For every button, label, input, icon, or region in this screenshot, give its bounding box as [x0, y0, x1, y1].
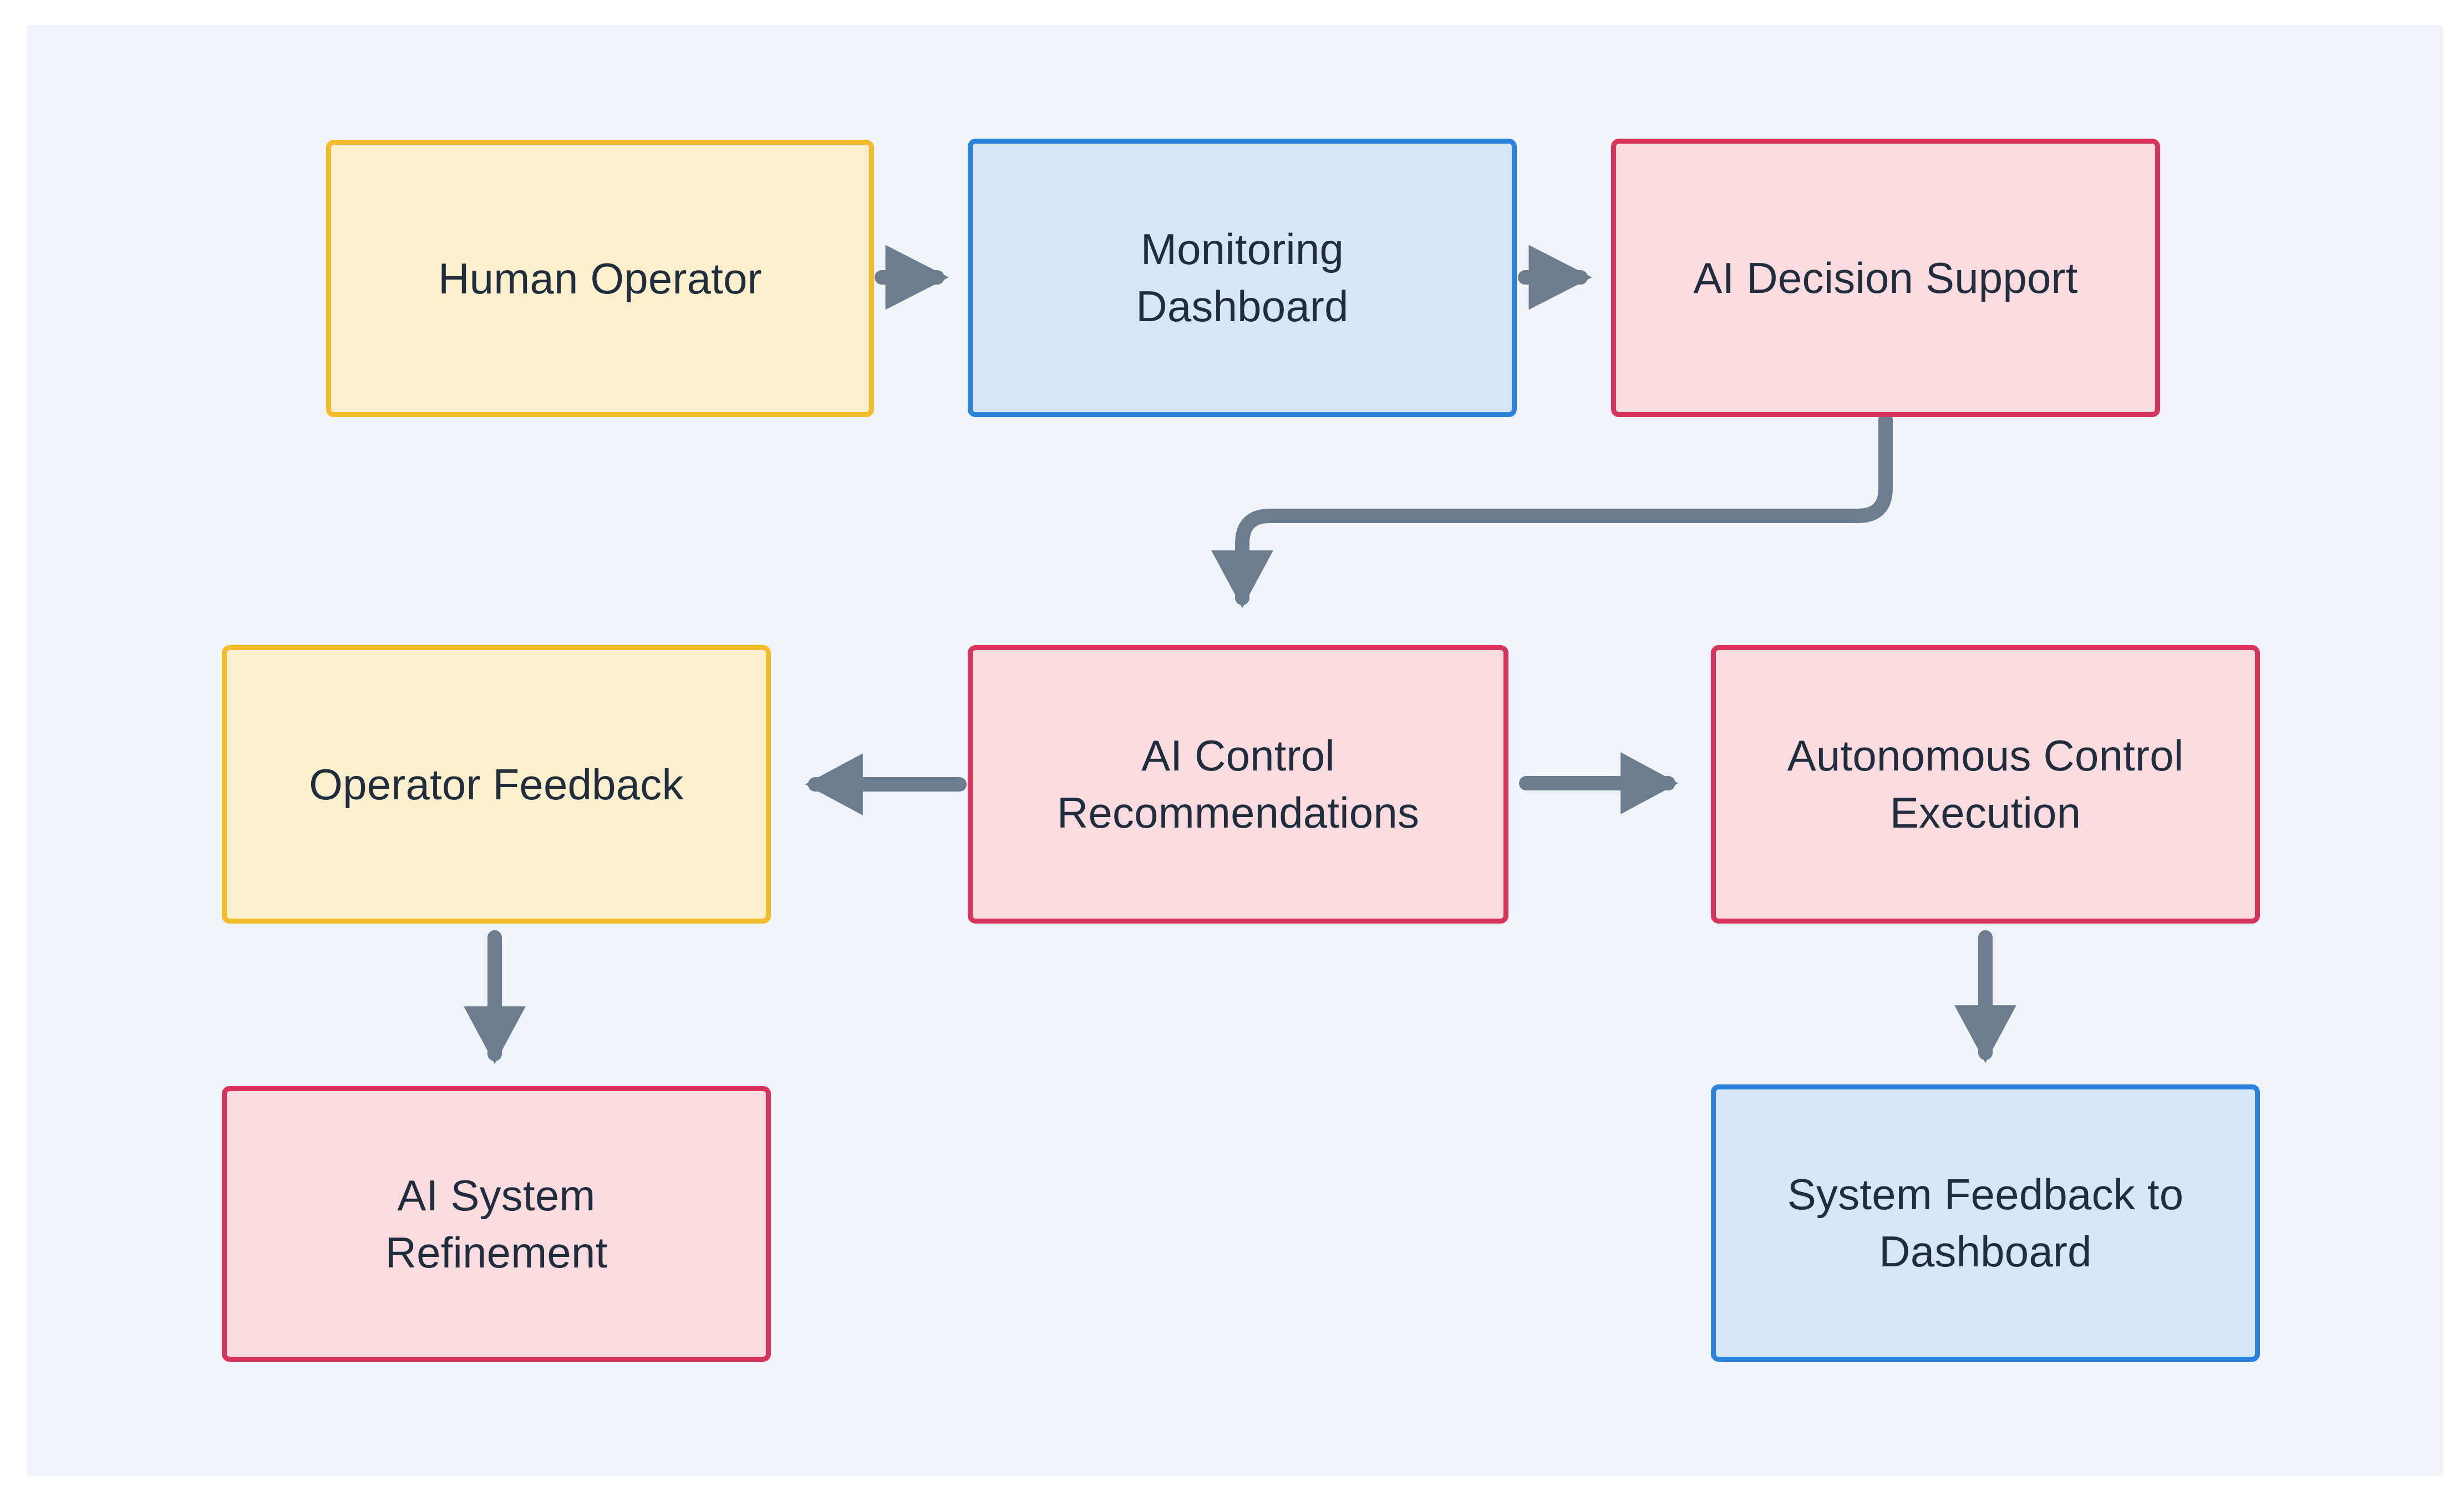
node-ai-system-refinement[interactable]: AI System Refinement [222, 1086, 771, 1362]
node-system-feedback-to-dashboard[interactable]: System Feedback to Dashboard [1711, 1084, 2260, 1362]
node-monitoring-dashboard[interactable]: Monitoring Dashboard [968, 139, 1517, 417]
node-ai-control-recommendations[interactable]: AI Control Recommendations [968, 645, 1508, 924]
node-human-operator[interactable]: Human Operator [326, 140, 874, 417]
node-autonomous-control-execution[interactable]: Autonomous Control Execution [1711, 645, 2260, 924]
node-operator-feedback[interactable]: Operator Feedback [222, 645, 771, 924]
node-ai-decision-support[interactable]: AI Decision Support [1611, 139, 2160, 417]
